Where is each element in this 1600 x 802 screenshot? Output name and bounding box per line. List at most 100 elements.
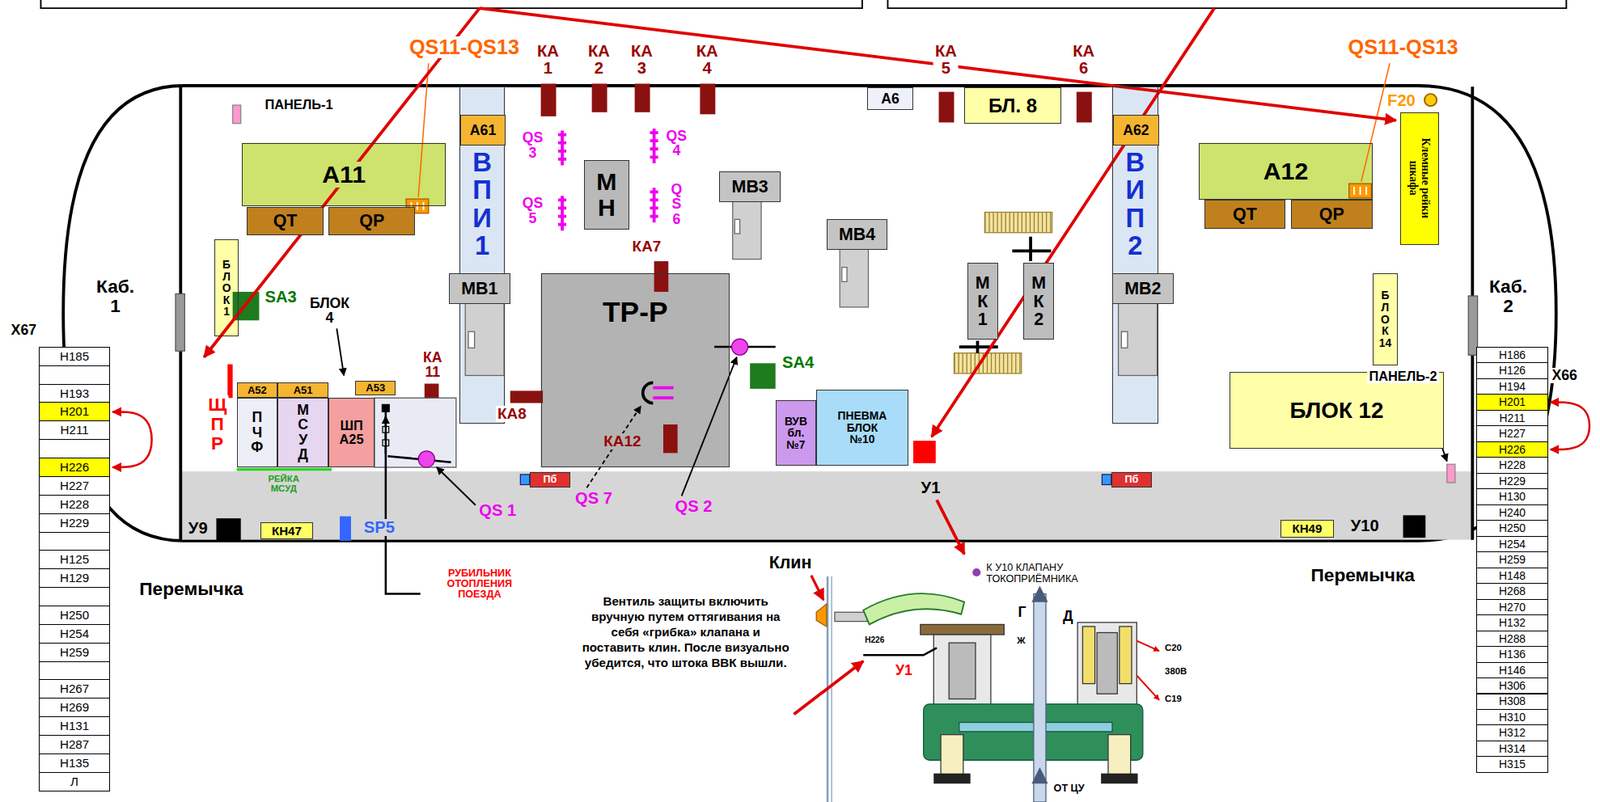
equipment-symbol [1118,302,1158,377]
box-label: А6 [880,91,901,107]
valve-illustration [863,647,937,656]
top-frame [887,0,1567,9]
terminal-row: Н193 [38,384,111,404]
box-label: А61 [469,122,497,139]
equipment-symbol [465,302,504,377]
terminal-row: Н226 [38,457,111,478]
terminal-name: Н306 [1498,680,1527,693]
terminal-row: Н269 [38,698,111,718]
part-label: Д [1061,609,1076,625]
box-label: А11 [321,161,367,188]
equipment-box: ПНЕВМА БЛОК №10 [816,389,909,467]
equipment-box: БЛОК 12 [1229,372,1444,449]
terminal-row: Н308 [1476,694,1548,711]
equipment-box: QT [246,207,324,236]
valve-illustration [816,568,1160,802]
equipment-box: М С У Д [277,397,329,468]
box-label: QP [358,211,386,231]
equipment-symbol [520,474,530,486]
equipment-symbol [663,424,678,453]
red-arrow [203,8,480,358]
table-heading: Х66 [1550,368,1578,384]
box-label: МВ1 [460,279,499,299]
equipment-symbol [468,331,475,348]
part-label: У1 [919,479,943,497]
terminal-name: Н315 [1498,758,1527,771]
part-label: F20 [1385,92,1418,110]
terminal-name: Н193 [59,387,90,401]
box-label: ВУВ бл.№7 [783,415,809,452]
equipment-symbol [734,219,740,234]
box-fill [1112,86,1159,424]
equipment-symbol [732,199,762,259]
part-label: QS 3 [520,130,546,161]
valve-illustration [1096,632,1118,695]
terminal-name: Н185 [59,350,90,364]
terminal-name: Н194 [1498,380,1527,394]
terminal-row: Н259 [1476,551,1548,568]
terminal-name: Н148 [1498,570,1527,583]
part-label: РУБИЛЬНИК ОТОПЛЕНИЯ ПОЕЗДА [424,568,535,602]
part-label: Н226 [863,636,886,646]
terminal-name: Н240 [1498,507,1527,520]
box-label: МВ4 [838,225,877,245]
empty-row [38,365,111,386]
part-label: У9 [186,520,210,538]
part-label: Каб. 1 [94,277,136,317]
part-label: С19 [1163,694,1184,705]
terminal-row: Н306 [1476,677,1548,695]
button-box: КН47 [260,522,314,540]
part-label: QS11-QS13 [407,36,521,58]
equipment-symbol [215,518,241,542]
part-label: КА 1 [535,42,561,77]
equipment-symbol [558,195,567,231]
part-label: ПАНЕЛЬ-2 [1367,369,1439,384]
equipment-box: А53 [355,380,396,397]
part-label: КА 2 [586,42,612,77]
box-label: QT [1231,205,1258,225]
leader-line [336,328,1447,594]
terminal-jumper-arrow [112,411,152,468]
box-label: М С У Д [296,402,310,463]
part-label: Ж [1015,636,1027,647]
box-label: БЛОК 12 [1289,398,1385,423]
terminal-name: Н226 [59,461,90,475]
top-frame [40,0,1567,9]
valve-illustration [1108,735,1131,776]
terminal-name: Н227 [1498,427,1527,441]
terminal-name: Н310 [1498,711,1527,724]
terminal-name: Н287 [59,738,90,752]
part-label: QS 1 [477,502,518,520]
red-arrow [931,8,1215,437]
part-label: Каб. 2 [1487,277,1529,317]
box-label: М Н [595,169,618,221]
terminal-name: Н254 [1498,538,1527,551]
part-label: SA4 [780,354,816,372]
terminal-row: Н135 [38,753,111,774]
box-fill [214,86,1373,468]
empty-row [38,532,111,552]
compressor-box: М К 1 [967,262,999,340]
terminal-row: Н194 [1476,378,1548,395]
terminal-name: Н211 [1498,412,1526,425]
equipment-symbol [232,105,242,124]
terminal-row: Н254 [1476,536,1548,553]
part-label: КА 6 [1070,42,1097,77]
terminal-row: Н250 [38,605,111,626]
part-label: РЕЙКА МСУД [266,474,301,495]
terminal-row: Н287 [38,735,111,755]
equipment-symbol [652,388,674,399]
terminal-row: Н228 [38,495,111,515]
valve-illustration [940,735,964,776]
part-label: Г [1015,605,1028,621]
terminal-name: Н228 [59,498,90,512]
part-label: Перемычка [137,579,245,600]
terminal-row: Н186 [1476,347,1548,364]
fuse-box: Пб [529,472,571,488]
terminal-row: Н211 [38,420,111,441]
leader-line [681,357,737,497]
part-label: КА 5 [933,42,959,77]
terminal-name: Н228 [1498,459,1527,472]
terminal-name: Н268 [1498,585,1527,598]
equipment-box: БЛ. 8 [964,87,1062,123]
